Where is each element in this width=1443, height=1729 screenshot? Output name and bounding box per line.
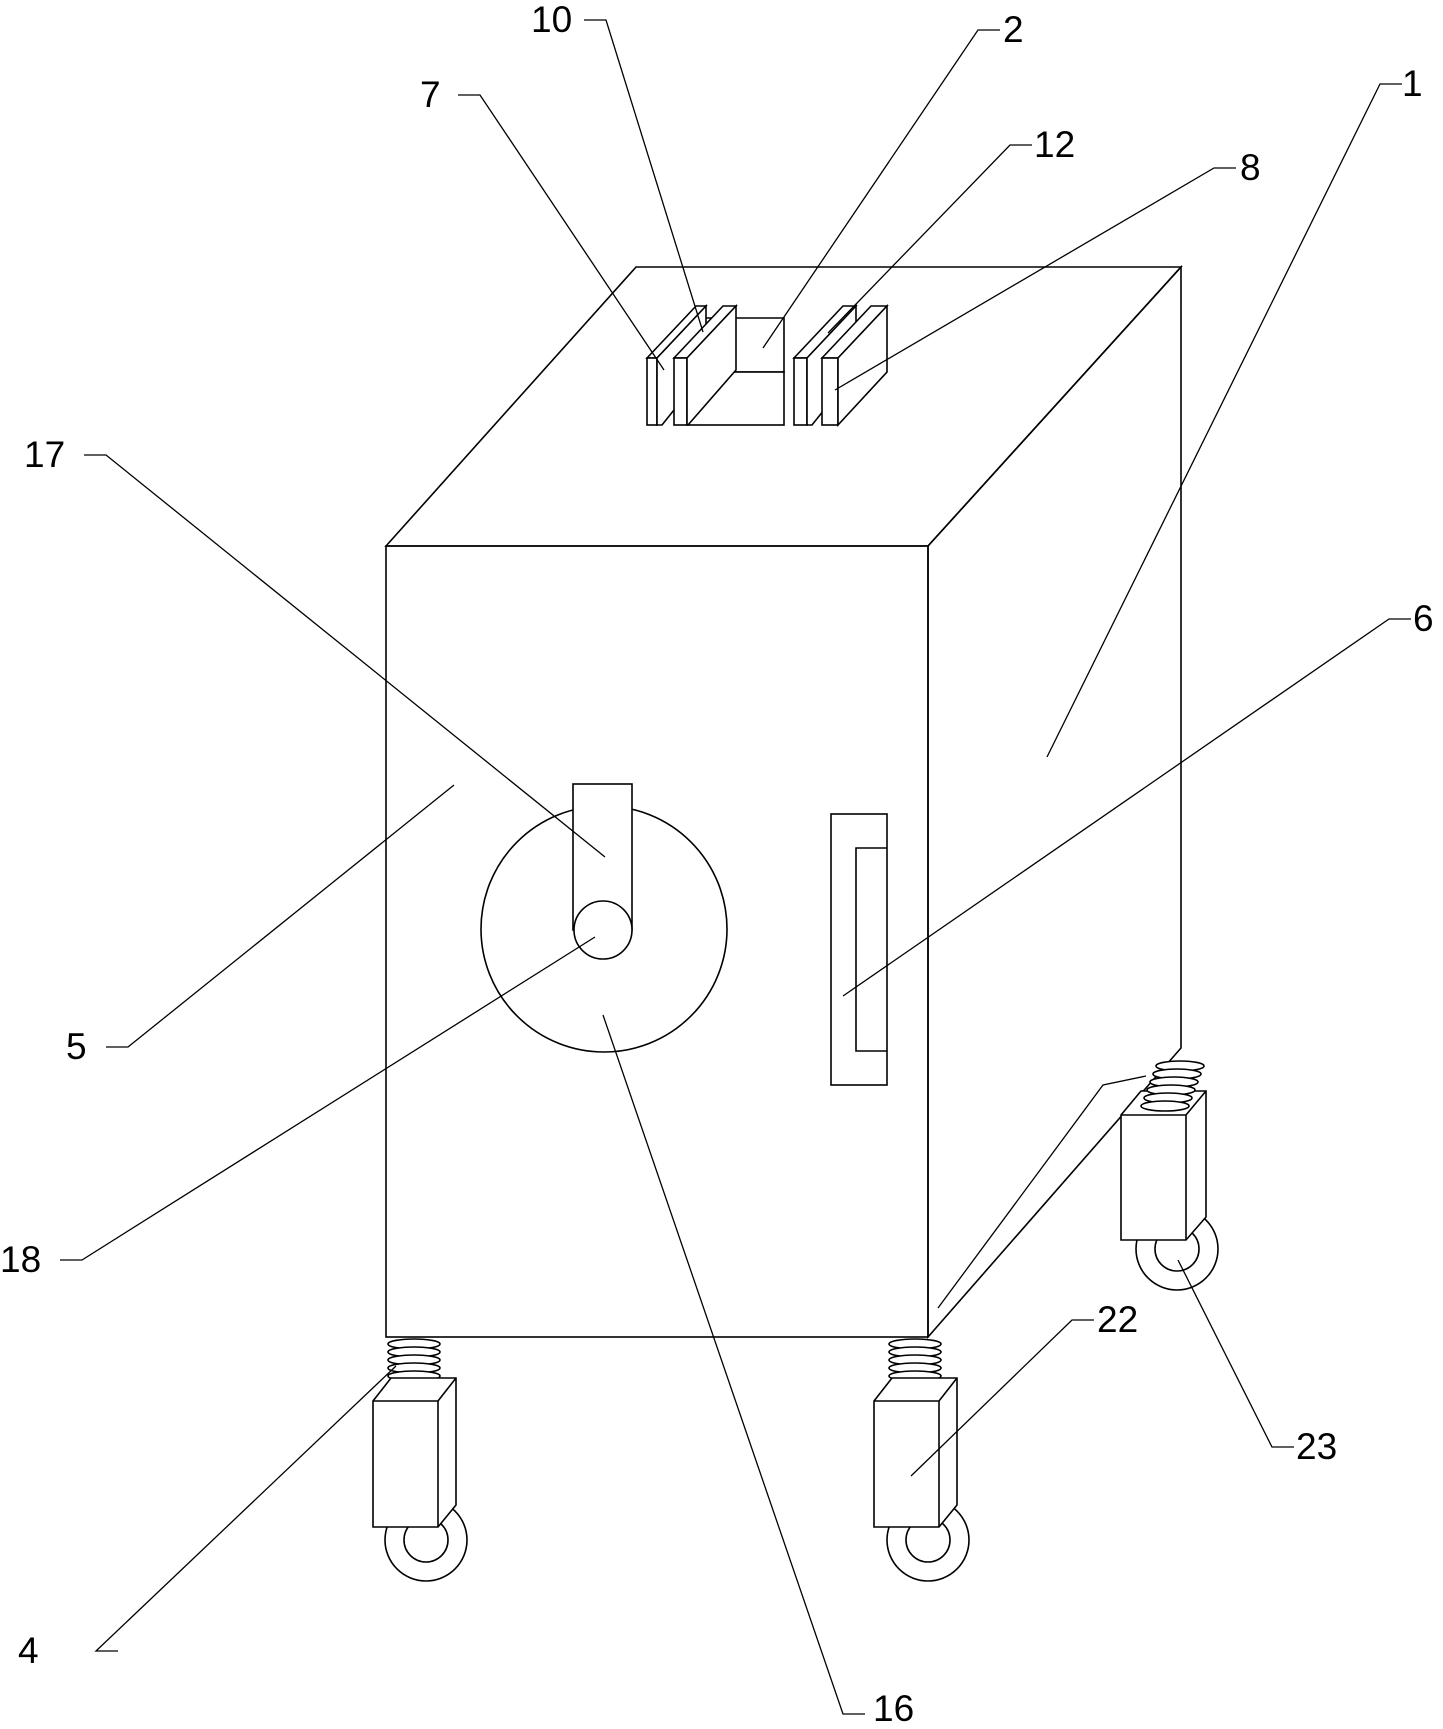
label-23: 23 xyxy=(1296,1426,1338,1467)
left-outer-plate xyxy=(646,357,658,426)
door-handle-grip xyxy=(855,847,887,1052)
foot-block-front-right xyxy=(873,1377,958,1528)
door-handle-frame xyxy=(830,813,888,1086)
leader-7 xyxy=(458,94,665,371)
leader-17 xyxy=(84,454,606,858)
label-2: 2 xyxy=(1003,9,1024,50)
cabinet-body xyxy=(384,264,1183,1340)
left-inner-plate-side xyxy=(686,303,737,426)
label-7: 7 xyxy=(420,74,441,115)
foot-block-front-left xyxy=(372,1377,457,1528)
label-1: 1 xyxy=(1402,63,1423,104)
spring-back-right xyxy=(1140,1060,1205,1112)
right-inner-plate xyxy=(793,357,808,426)
top-clamp-assembly xyxy=(645,303,889,428)
label-22: 22 xyxy=(1097,1299,1139,1340)
dial-knob xyxy=(573,900,633,960)
leader-12 xyxy=(827,144,1032,334)
leader-22 xyxy=(910,1319,1094,1477)
leader-18 xyxy=(60,936,596,1261)
foot-front-left xyxy=(372,1338,468,1582)
right-outer-plate-side xyxy=(837,303,888,428)
leader-5 xyxy=(106,784,455,1048)
leader-6 xyxy=(842,618,1411,997)
cabinet-front-door xyxy=(385,545,929,1338)
leader-16 xyxy=(602,1014,865,1715)
leader-4 xyxy=(94,1365,397,1652)
leader-2 xyxy=(762,29,1000,349)
dial-assembly xyxy=(480,783,728,1053)
leader-lines xyxy=(60,19,1411,1715)
leader-10 xyxy=(584,19,704,333)
foot-block-back-right xyxy=(1120,1090,1207,1241)
label-10: 10 xyxy=(531,0,573,40)
leader-spring-connector xyxy=(937,1075,1147,1309)
leader-23 xyxy=(1177,1259,1294,1448)
label-4: 4 xyxy=(18,1630,39,1671)
leader-8 xyxy=(834,167,1236,391)
label-18: 18 xyxy=(0,1239,42,1280)
label-17: 17 xyxy=(24,434,66,475)
label-16: 16 xyxy=(873,1688,915,1729)
label-5: 5 xyxy=(66,1026,87,1067)
label-12: 12 xyxy=(1034,124,1076,165)
label-6: 6 xyxy=(1413,598,1434,639)
foot-front-right xyxy=(873,1338,970,1582)
foot-back-right xyxy=(1120,1060,1219,1291)
right-outer-plate xyxy=(821,357,839,426)
left-inner-plate xyxy=(673,357,688,426)
leader-1 xyxy=(1046,83,1402,758)
label-8: 8 xyxy=(1240,147,1261,188)
door-handle xyxy=(830,813,888,1086)
